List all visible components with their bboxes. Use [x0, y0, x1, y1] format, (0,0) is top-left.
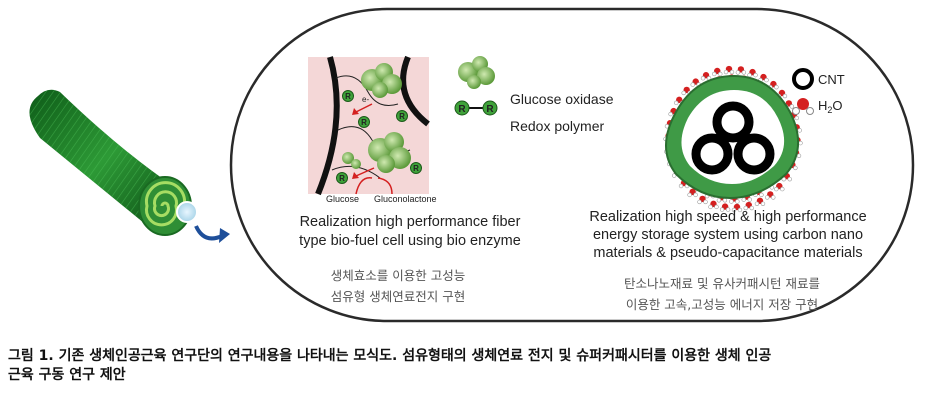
svg-text:R: R	[399, 112, 405, 121]
magnifier-lens	[176, 201, 198, 223]
svg-text:R: R	[486, 104, 494, 115]
electron-arrow	[355, 167, 375, 177]
h2o-molecule	[754, 197, 766, 206]
enzyme-cluster-bottom	[368, 132, 411, 173]
fiber-illustration	[29, 89, 230, 243]
redox-marker: R	[342, 90, 354, 102]
h2o-molecule	[708, 200, 719, 210]
caption-line2: 근육 구동 연구 제안	[8, 367, 126, 383]
cnt-tube-left	[691, 133, 733, 175]
redox-marker: R	[336, 172, 348, 184]
supercap-title-line3: materials & pseudo-capacitance materials	[593, 245, 862, 261]
h2o-molecule	[700, 72, 712, 81]
gluconolactone-arrow	[377, 177, 393, 195]
enzyme-cluster-small	[342, 152, 361, 169]
carbon-fiber-right	[400, 55, 430, 127]
callout-arrow-head	[219, 228, 230, 243]
supercap-ko-line1: 탄소나노재료 및 유사커패시턴 재료를	[624, 276, 820, 291]
electron-arrow	[355, 103, 373, 113]
h2o-molecule	[735, 66, 747, 75]
legend-redox-polymer: Redox polymer	[510, 118, 604, 134]
redox-marker: R	[410, 162, 422, 174]
callout-arrow	[194, 225, 223, 241]
legend-cnt: CNT	[818, 72, 845, 87]
h2o-molecule	[697, 195, 708, 205]
caption-line1: 그림 1. 기존 생체인공근육 연구단의 연구내용을 나타내는 모식도. 섬유형…	[8, 348, 772, 364]
h2o-molecule	[765, 191, 776, 200]
biofuel-panel: R R R R R e- Glucose Gluconolactone	[299, 55, 614, 304]
svg-text:R: R	[339, 174, 345, 183]
biofuel-title-line1: Realization high performance fiber	[300, 214, 521, 230]
h2o-molecule	[743, 201, 754, 211]
figure-caption: 그림 1. 기존 생체인공근육 연구단의 연구내용을 나타내는 모식도. 섬유형…	[8, 347, 934, 385]
gluconolactone-label: Gluconolactone	[374, 194, 437, 204]
glucose-label: Glucose	[326, 194, 359, 204]
carbon-fiber-left	[315, 56, 340, 196]
glucose-oxidase-icon	[458, 56, 495, 89]
cnt-legend-icon	[792, 68, 814, 90]
supercapacitor-panel: CNT H2O Realization high speed & high pe…	[589, 65, 867, 312]
polymer-chain-1	[335, 75, 399, 106]
h2o-molecule	[774, 182, 785, 192]
fiber-spiral	[145, 181, 186, 227]
h2o-molecule	[687, 188, 698, 198]
biofuel-ko-line2: 섬유형 생체연료전지 구현	[331, 289, 465, 304]
h2o-molecule	[731, 203, 743, 213]
svg-text:R: R	[458, 104, 466, 115]
h2o-molecule	[723, 65, 735, 75]
redox-marker: R	[358, 116, 370, 128]
enzyme-cluster-top	[361, 63, 402, 98]
legend-glucose-oxidase: Glucose oxidase	[510, 91, 614, 107]
h2o-legend-icon	[792, 98, 814, 115]
biofuel-ko-line1: 생체효소를 이용한 고성능	[331, 268, 465, 283]
supercap-title-line1: Realization high speed & high performanc…	[589, 209, 866, 225]
svg-text:R: R	[361, 118, 367, 127]
h2o-molecule	[719, 203, 731, 212]
electron-arrow-head	[352, 172, 359, 179]
biofuel-title-line2: type bio-fuel cell using bio enzyme	[299, 233, 521, 249]
h2o-molecule	[747, 68, 758, 78]
h2o-molecule	[712, 67, 723, 77]
svg-text:R: R	[345, 92, 351, 101]
cnt-tube-right	[733, 133, 775, 175]
electron-arrow-head	[352, 108, 359, 115]
glucose-arrow	[355, 177, 373, 195]
redox-marker: R	[396, 110, 408, 122]
cnt-tube-top	[712, 101, 754, 143]
legend-h2o: H2O	[818, 98, 843, 115]
h2o-molecule	[758, 73, 769, 83]
research-schematic: R R R R R e- Glucose Gluconolactone	[29, 7, 915, 323]
electron-label: e-	[362, 95, 369, 104]
redox-polymer-icon: R R	[454, 100, 498, 116]
supercap-ko-line2: 이용한 고속,고성능 에너지 저장 구현	[626, 297, 818, 312]
supercap-title-line2: energy storage system using carbon nano	[593, 227, 863, 243]
svg-text:R: R	[413, 164, 419, 173]
